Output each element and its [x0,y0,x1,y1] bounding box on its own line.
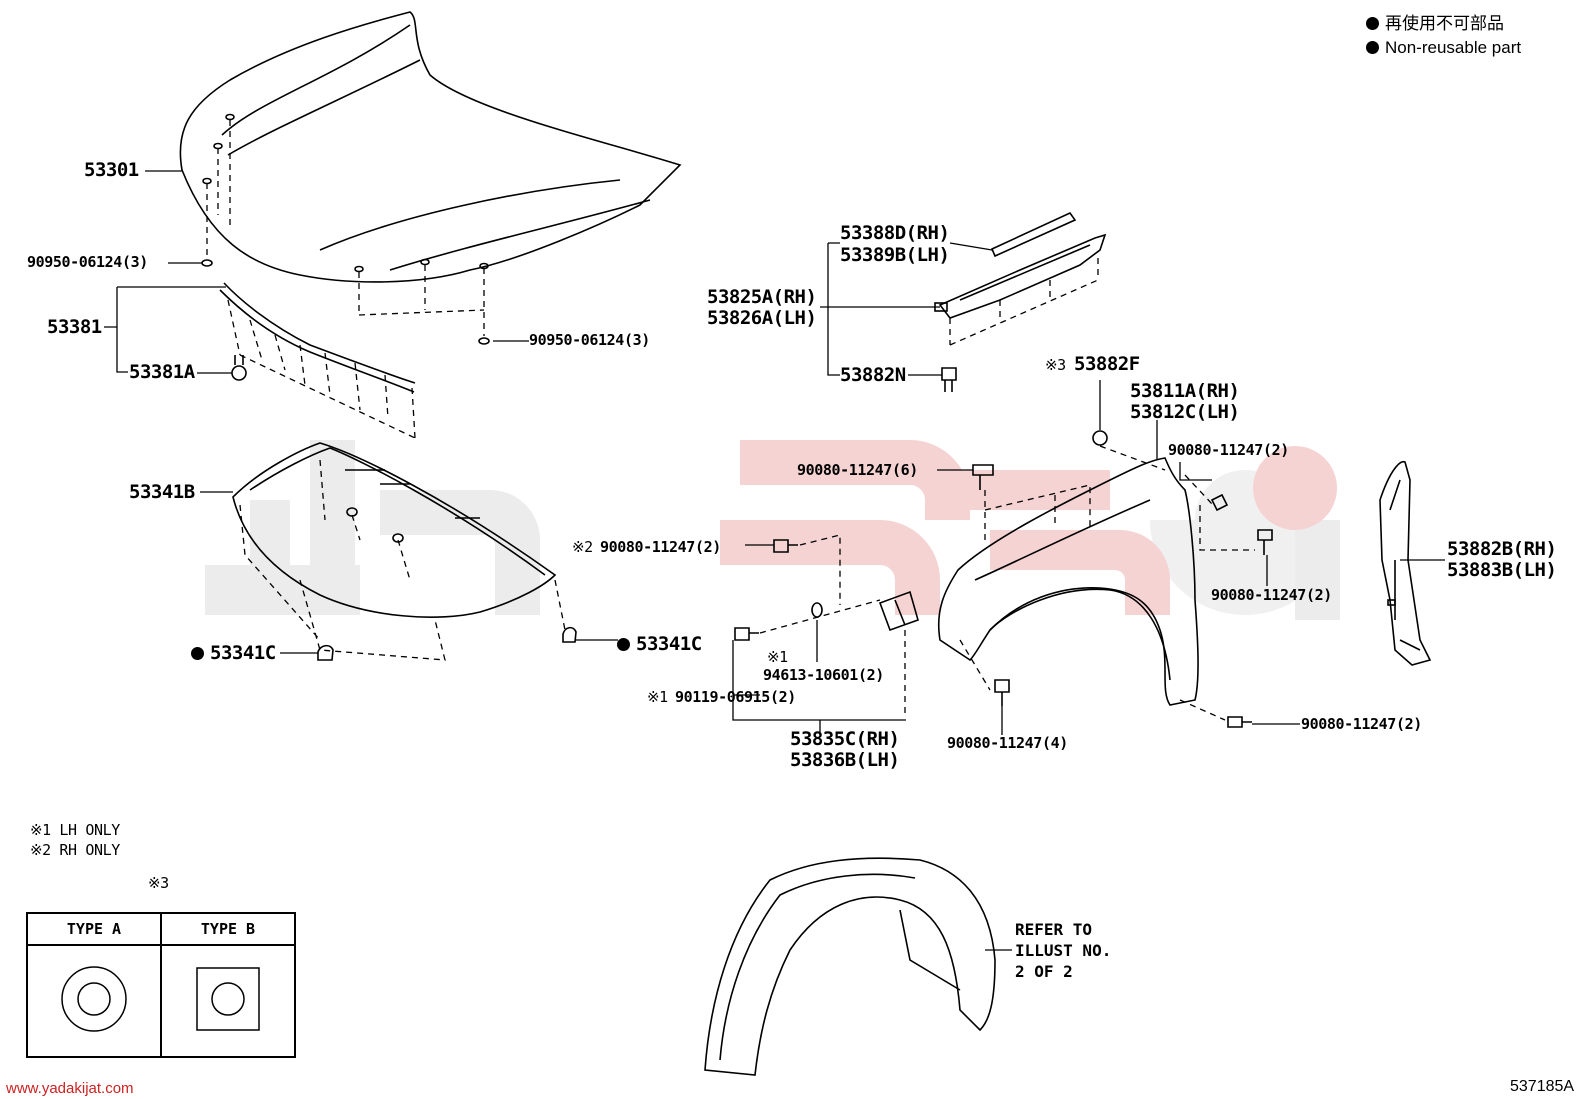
illustration-code: 537185A [1510,1078,1575,1095]
label-53826A: 53826A(LH) [707,307,817,329]
label-90080-6: 90080-11247(6) [797,461,918,479]
label-90950-a: 90950-06124(3) [27,253,148,271]
legend-non-reusable-jp: 再使用不可部品 [1366,15,1504,32]
label-53381: 53381 [47,316,102,338]
note-rh-only: ※2 RH ONLY [30,841,120,859]
label-53882N: 53882N [840,364,906,386]
label-53812C: 53812C(LH) [1130,401,1240,423]
refer-note: REFER TO ILLUST NO. 2 OF 2 [1015,920,1112,981]
note-lh-only: ※1 LH ONLY [30,821,120,839]
label-90080-2b: 90080-11247(2) [1211,586,1332,604]
label-53341C-right: 53341C [617,635,702,654]
type-b-cell [160,944,296,1058]
mark-53882F: ※3 [1045,356,1066,374]
type-table: TYPE A TYPE B [26,912,296,1058]
label-53882B: 53882B(RH) [1447,538,1557,560]
label-53836B: 53836B(LH) [790,749,900,771]
type-a-header: TYPE A [26,912,162,946]
type-b-header: TYPE B [160,912,296,946]
label-53301: 53301 [84,159,139,181]
mark-94613: ※1 [767,648,788,666]
label-53825A: 53825A(RH) [707,286,817,308]
label-53835C: 53835C(RH) [790,728,900,750]
hood-panel [179,11,682,345]
type-a-nut-icon [61,966,127,1032]
watermark-url[interactable]: www.yadakijat.com [6,1080,134,1097]
label-53389B: 53389B(LH) [840,244,950,266]
label-90080-2a: 90080-11247(2) [1168,441,1289,459]
label-90080-2d: 90080-11247(2) [1301,715,1422,733]
mark-90119: ※1 [647,688,668,706]
label-53341B: 53341B [129,481,195,503]
mark-90080-2c: ※2 [572,538,593,556]
label-90080-2c: 90080-11247(2) [600,538,721,556]
note-type-mark: ※3 [148,874,169,892]
label-90119: 90119-06915(2) [675,688,796,706]
label-90080-4: 90080-11247(4) [947,734,1068,752]
label-53341C-left: 53341C [191,644,276,663]
label-90950-b: 90950-06124(3) [529,331,650,349]
type-b-nut-icon [196,967,260,1031]
label-53381A: 53381A [129,361,195,383]
label-53388D: 53388D(RH) [840,222,950,244]
legend-non-reusable-en: Non-reusable part [1366,39,1521,56]
type-a-cell [26,944,162,1058]
label-94613: 94613-10601(2) [763,666,884,684]
label-53883B: 53883B(LH) [1447,559,1557,581]
label-53882F: 53882F [1074,353,1140,375]
label-53811A: 53811A(RH) [1130,380,1240,402]
